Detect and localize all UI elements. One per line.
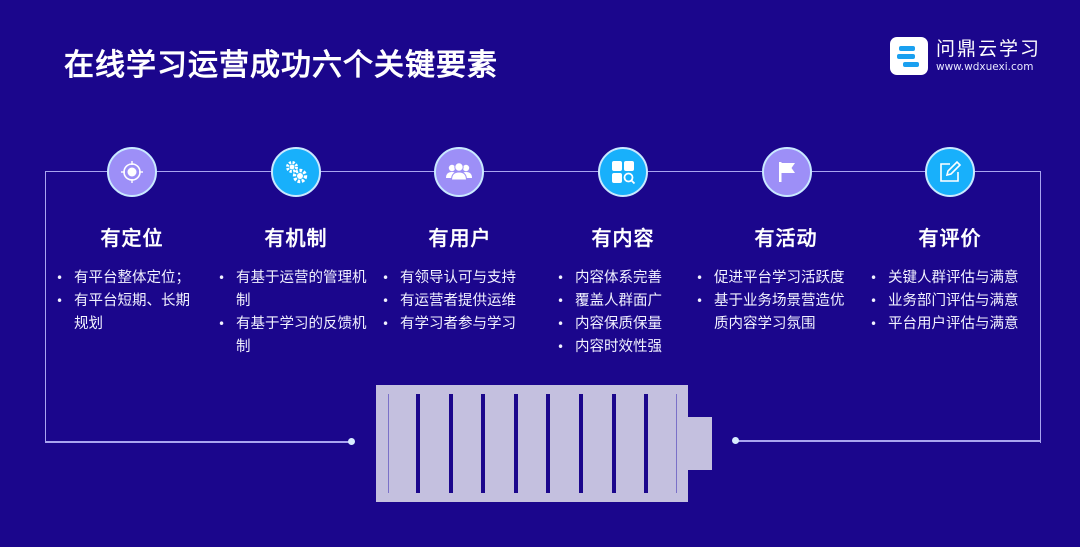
column-content: 有内容 内容体系完善 覆盖人群面广 内容保质保量 内容时效性强 [543,222,703,359]
grid-search-icon [612,161,636,185]
column-activities: 有活动 促进平台学习活跃度 基于业务场景营造优质内容学习氛围 [696,222,866,336]
column-title: 有定位 [100,226,164,250]
list-item: 有领导认可与支持 [382,267,540,290]
column-users: 有用户 有领导认可与支持 有运营者提供运维 有学习者参与学习 [380,222,540,336]
node-evaluation [925,147,975,197]
column-title: 有机制 [264,226,328,250]
list-item: 有运营者提供运维 [382,290,540,313]
list-item: 有基于运营的管理机制 [218,267,373,313]
list-item: 基于业务场景营造优质内容学习氛围 [696,290,846,336]
column-title: 有用户 [428,226,492,250]
list-item: 平台用户评估与满意 [870,313,1040,336]
node-activities [762,147,812,197]
list-item: 关键人群评估与满意 [870,267,1040,290]
target-icon [121,161,143,183]
list-item: 促进平台学习活跃度 [696,267,846,290]
list-item: 内容保质保量 [557,313,703,336]
column-positioning: 有定位 有平台整体定位； 有平台短期、长期规划 [52,222,212,336]
node-mechanism [271,147,321,197]
column-title: 有评价 [918,226,982,250]
connector-line-right [735,440,1041,442]
column-title: 有内容 [591,226,655,250]
node-content [598,147,648,197]
connector-line-left [45,441,353,443]
page-title: 在线学习运营成功六个关键要素 [64,48,498,83]
list-item: 业务部门评估与满意 [870,290,1040,313]
edit-icon [940,160,962,182]
list-item: 内容时效性强 [557,336,703,359]
battery-graphic [376,385,688,502]
stacked-bars-logo-icon [890,37,928,75]
gears-icon [286,161,308,184]
connector-frame [45,171,1041,443]
users-icon [446,162,472,181]
battery-terminal [688,417,712,470]
list-item: 有基于学习的反馈机制 [218,313,373,359]
node-positioning [107,147,157,197]
brand-name: 问鼎云学习 [936,38,1042,60]
flag-icon [779,162,795,182]
brand-url: www.wdxuexi.com [936,61,1034,73]
column-mechanism: 有机制 有基于运营的管理机制 有基于学习的反馈机制 [216,222,376,359]
list-item: 内容体系完善 [557,267,703,290]
connector-dot-left [348,438,355,445]
list-item: 覆盖人群面广 [557,290,703,313]
list-item: 有平台短期、长期规划 [56,290,198,336]
column-evaluation: 有评价 关键人群评估与满意 业务部门评估与满意 平台用户评估与满意 [870,222,1030,336]
list-item: 有学习者参与学习 [382,313,540,336]
list-item: 有平台整体定位； [56,267,212,290]
brand-logo: 问鼎云学习 www.wdxuexi.com [890,37,1041,75]
node-users [434,147,484,197]
column-title: 有活动 [754,226,818,250]
connector-dot-right [732,437,739,444]
